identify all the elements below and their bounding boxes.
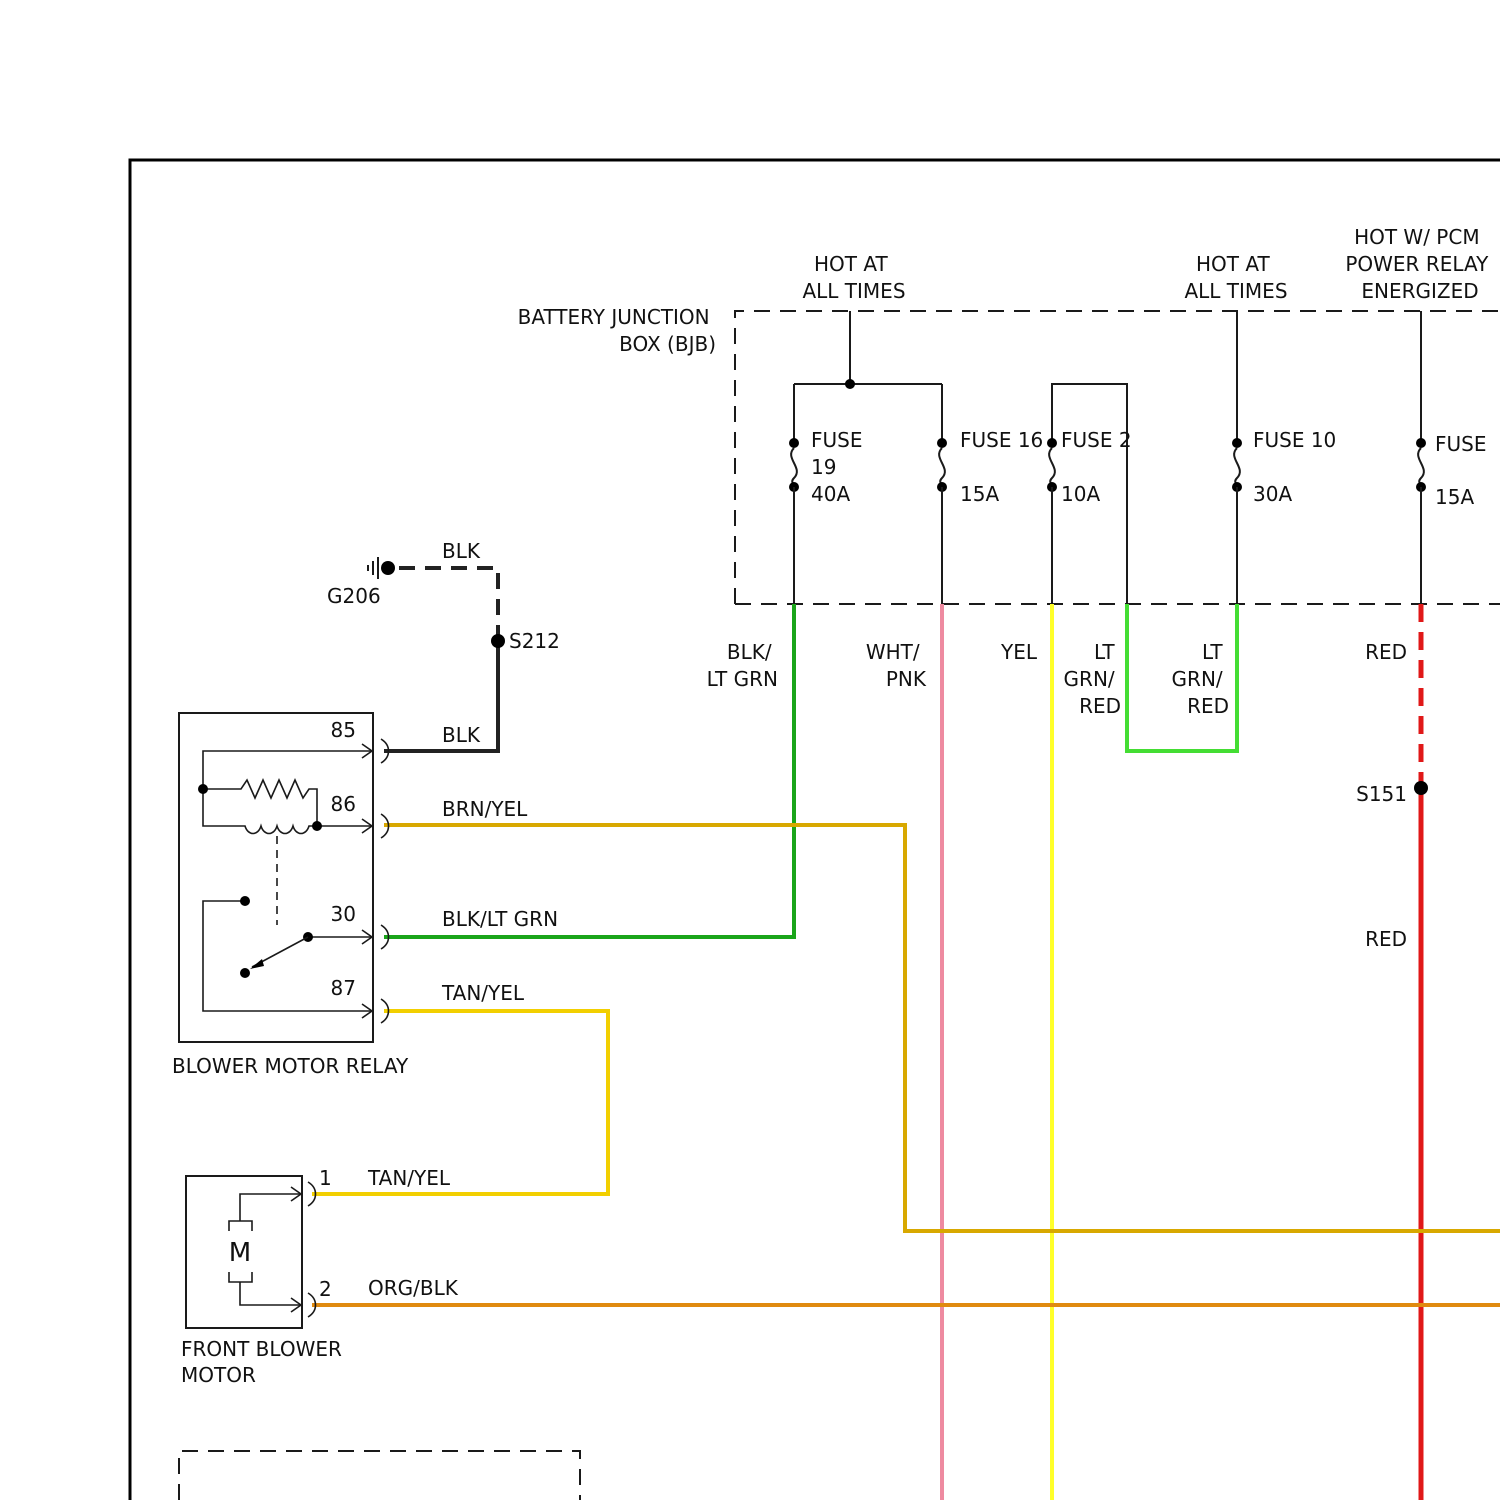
relay-pin-85: 85 — [331, 718, 356, 742]
wire-label-blk-lt-grn-v: BLK/ LT GRN — [707, 640, 778, 691]
fuse-10: FUSE 10 30A — [1232, 428, 1343, 604]
fuse-16-label: FUSE 16 15A — [960, 428, 1050, 506]
splice-s212 — [491, 634, 505, 648]
wire-label-blk-85: BLK — [442, 723, 481, 747]
motor-pin-1: 1 — [319, 1166, 332, 1190]
fuse-pcm-label: FUSE 15A — [1435, 432, 1493, 509]
wire-label-brn-yel: BRN/YEL — [442, 797, 528, 821]
ground-g206-label: G206 — [327, 584, 381, 608]
wire-label-yel: YEL — [1000, 640, 1038, 664]
wire-blk-ground-dashed — [388, 568, 498, 641]
wire-label-org-blk: ORG/BLK — [368, 1276, 459, 1300]
wire-blk-ground — [384, 641, 498, 751]
relay-pin-86: 86 — [331, 792, 356, 816]
motor-name: FRONT BLOWER MOTOR — [181, 1337, 348, 1387]
relay-name: BLOWER MOTOR RELAY — [172, 1054, 409, 1078]
hot-pcm-relay-label: HOT W/ PCM POWER RELAY ENERGIZED — [1345, 225, 1494, 303]
fuse-19: FUSE 19 40A — [789, 428, 869, 604]
motor-pin-2: 2 — [319, 1277, 332, 1301]
wire-tan-yel — [312, 1011, 608, 1194]
fuse-pcm: FUSE 15A — [1416, 432, 1493, 604]
hot-at-all-times-label-2: HOT AT ALL TIMES — [1184, 252, 1287, 303]
wire-label-blk-lt-grn-h: BLK/LT GRN — [442, 907, 558, 931]
wire-label-red-2: RED — [1365, 927, 1407, 951]
bjb-bus-junction — [845, 379, 855, 389]
bjb-bus-fuse-19-16 — [794, 311, 942, 440]
splice-s151 — [1414, 781, 1428, 795]
fuse-19-label: FUSE 19 40A — [811, 428, 869, 506]
splice-s151-label: S151 — [1356, 782, 1407, 806]
fuse-16: FUSE 16 15A — [937, 428, 1050, 604]
wire-label-tan-yel-relay: TAN/YEL — [441, 981, 525, 1005]
ground-g206-icon — [368, 557, 395, 579]
partial-component-outline — [179, 1451, 580, 1500]
wire-label-blk-top: BLK — [442, 539, 481, 563]
wire-label-lt-grn-red-1: LT GRN/ RED — [1064, 640, 1121, 718]
wire-label-tan-yel-motor: TAN/YEL — [367, 1166, 451, 1190]
motor-symbol: M — [229, 1238, 251, 1268]
relay-pin-87: 87 — [331, 976, 356, 1000]
hot-at-all-times-label-1: HOT AT ALL TIMES — [802, 252, 905, 303]
splice-s212-label: S212 — [509, 629, 560, 653]
wire-label-wht-pnk: WHT/ PNK — [866, 640, 927, 691]
diagram-frame — [130, 160, 1500, 1500]
bjb-label: BATTERY JUNCTION BOX (BJB) — [518, 305, 716, 356]
wire-label-red-1: RED — [1365, 640, 1407, 664]
fuse-2: FUSE 2 10A — [1047, 428, 1138, 604]
relay-pin-30: 30 — [331, 902, 356, 926]
blower-motor-relay — [179, 713, 389, 1042]
fuse-10-label: FUSE 10 30A — [1253, 428, 1343, 506]
wire-label-lt-grn-red-2: LT GRN/ RED — [1172, 640, 1229, 718]
